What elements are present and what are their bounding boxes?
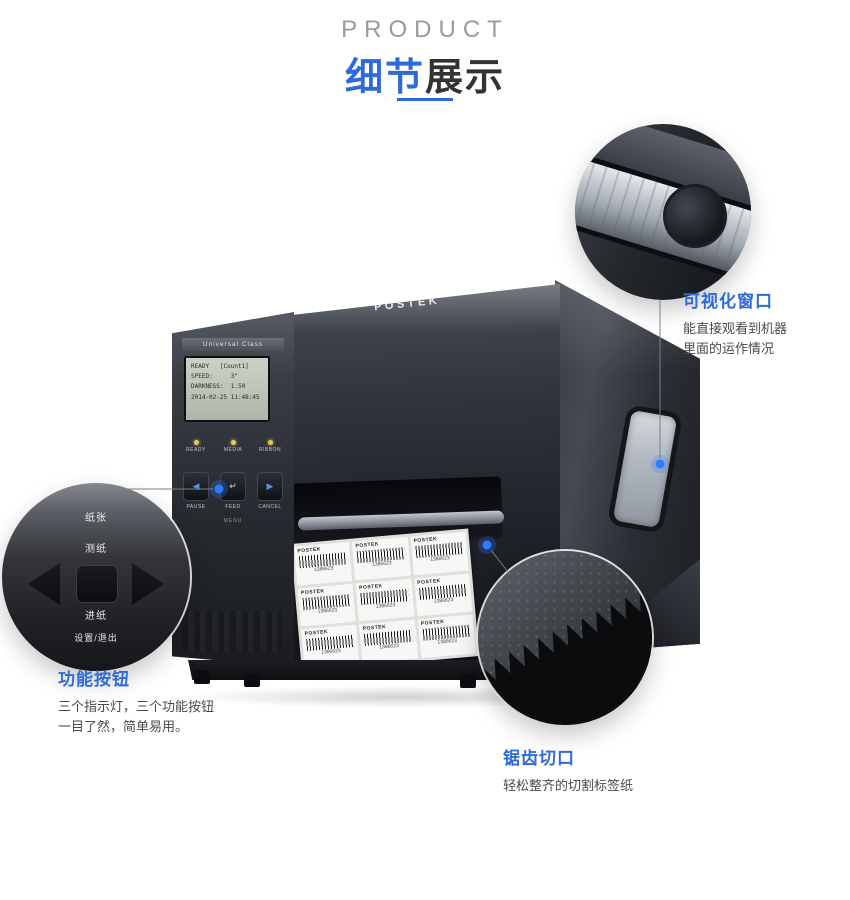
title-rest: 展示 <box>425 57 506 99</box>
control-panel-tower: Universal Class READY [Count1] SPEED: 3"… <box>172 312 294 667</box>
button-label: PAUSE <box>186 504 206 510</box>
title-underline <box>397 98 453 101</box>
title-highlight: 细节 <box>344 57 425 99</box>
right-arrow-icon: ▶ <box>257 472 283 501</box>
pad-label-paper: 纸张 <box>85 513 107 524</box>
ready-led-icon <box>193 440 199 445</box>
callout-description: 三个指示灯，三个功能按钮 一目了然，简单易用。 <box>58 697 214 737</box>
ribbon-led-icon <box>267 440 273 445</box>
callout-buttons-circle: 纸张 测纸 进纸 设置/退出 <box>2 483 190 671</box>
media-led-icon <box>230 440 236 445</box>
pad-label-setup: 设置/退出 <box>74 633 118 643</box>
center-pad-button <box>76 565 118 603</box>
callout-title: 可视化窗口 <box>683 292 773 311</box>
desc-line: 一目了然，简单易用。 <box>58 719 189 735</box>
page-title: 细节展示 <box>0 46 850 101</box>
ribbon-hub <box>663 184 727 248</box>
sawtooth-edge-icon <box>478 583 652 725</box>
left-arrow-pad-icon <box>28 563 60 605</box>
lcd-line-1: READY [Count1] <box>191 363 249 370</box>
indicator-ready: READY <box>180 440 212 453</box>
right-arrow-pad-icon <box>132 563 164 605</box>
desc-line: 轻松整齐的切割标签纸 <box>503 778 634 793</box>
callout-title: 功能按钮 <box>58 670 130 689</box>
desc-line: 里面的运作情况 <box>683 341 775 357</box>
indicator-label: READY <box>186 447 206 453</box>
callout-title: 锯齿切口 <box>503 749 575 768</box>
viewing-window <box>606 404 684 534</box>
pad-label-calibrate: 测纸 <box>85 544 107 555</box>
model-series-label: Universal Class <box>182 338 284 351</box>
tower-vents <box>182 610 282 652</box>
button-label: FEED <box>225 504 241 510</box>
indicator-label: MEDIA <box>223 447 243 453</box>
lcd-line-4: 2014-02-25 11:48:45 <box>191 393 260 401</box>
printer-button-feed: ↵ FEED <box>217 472 249 510</box>
lcd-line-2: SPEED: 3" <box>191 373 238 381</box>
lcd-screen: READY [Count1] SPEED: 3" DARKNESS: 1.50 … <box>184 356 270 422</box>
lcd-line-3: DARKNESS: 1.50 <box>191 383 246 391</box>
printer-button-row: ◀ PAUSE ↵ FEED ▶ CANCEL <box>180 472 286 510</box>
enter-arrow-icon: ↵ <box>220 472 246 501</box>
menu-label: MENU <box>223 518 243 524</box>
callout-window-circle <box>575 124 751 300</box>
printer-foot <box>244 673 260 687</box>
printer-foot <box>460 674 476 688</box>
button-label: CANCEL <box>258 504 282 510</box>
callout-window-text: 可视化窗口 能直接观看到机器 里面的运作情况 <box>683 287 787 359</box>
indicator-label: RIBBON <box>258 447 282 453</box>
callout-description: 能直接观看到机器 里面的运作情况 <box>683 319 787 359</box>
indicator-row: READY MEDIA RIBBON <box>180 440 286 453</box>
pad-label-feed: 进纸 <box>85 611 107 622</box>
indicator-ribbon: RIBBON <box>254 440 286 453</box>
indicator-media: MEDIA <box>217 440 249 453</box>
callout-cutter-text: 锯齿切口 轻松整齐的切割标签纸 <box>503 744 633 796</box>
printer-button-pause: ◀ PAUSE <box>180 472 212 510</box>
printer-foot <box>194 670 210 684</box>
desc-line: 三个指示灯，三个功能按钮 <box>58 699 215 714</box>
callout-buttons-text: 功能按钮 三个指示灯，三个功能按钮 一目了然，简单易用。 <box>58 665 214 737</box>
callout-description: 轻松整齐的切割标签纸 <box>503 776 633 796</box>
left-arrow-icon: ◀ <box>183 472 209 501</box>
desc-line: 能直接观看到机器 <box>683 321 788 336</box>
product-kicker: PRODUCT <box>341 16 509 43</box>
callout-cutter-circle <box>478 551 652 725</box>
printer-button-cancel: ▶ CANCEL <box>254 472 286 510</box>
